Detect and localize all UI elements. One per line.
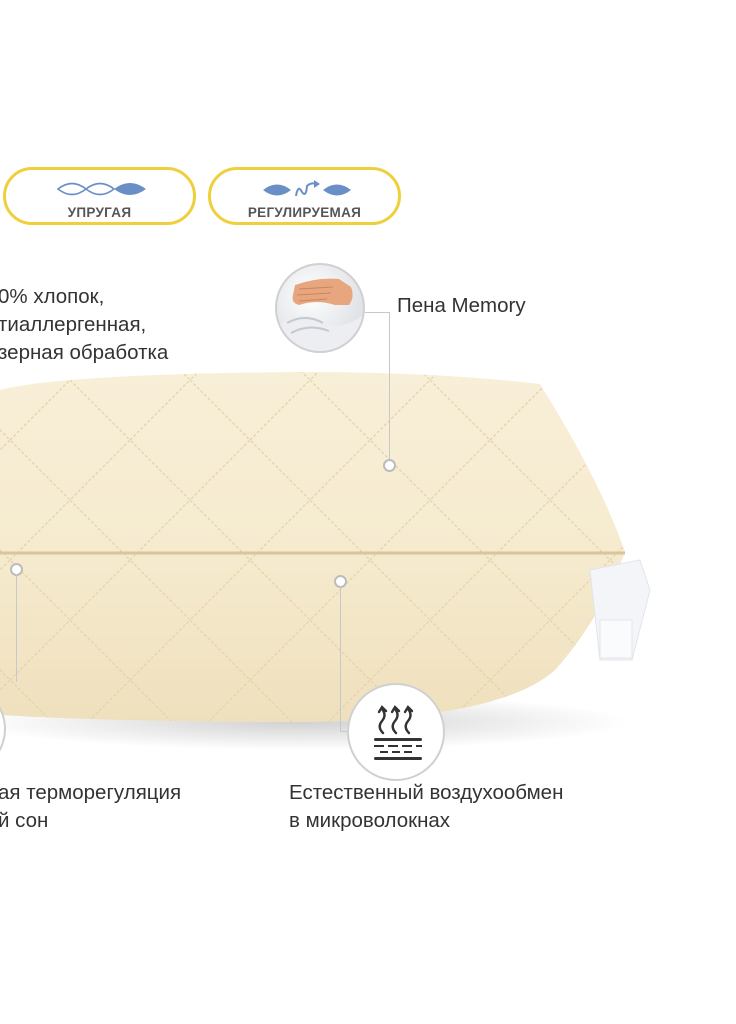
feature-thermo-line-2: й сон xyxy=(0,809,49,832)
feature-cotton-line-3: зерная обработка xyxy=(0,341,169,364)
heat-airflow-icon xyxy=(347,683,445,781)
air-callout-line xyxy=(340,586,341,731)
memory-foam-callout-line xyxy=(389,312,390,464)
feature-thermoregulation: ая терморегуляция й сон xyxy=(0,779,181,835)
pillow-image xyxy=(0,360,660,760)
feature-cotton-line-2: тиаллергенная, xyxy=(0,313,147,336)
badge-adjustable-label: РЕГУЛИРУЕМАЯ xyxy=(247,205,362,220)
memory-foam-callout-tick xyxy=(365,312,389,313)
memory-foam-hand-icon xyxy=(275,263,365,353)
adjustable-leaves-icon xyxy=(263,180,351,197)
feature-air-exchange: Естественный воздухообмен в микроволокна… xyxy=(289,779,563,835)
badge-elastic-label: УПРУГАЯ xyxy=(67,205,132,220)
feature-cotton: 0% хлопок, тиаллергенная, зерная обработ… xyxy=(0,283,168,367)
badge-elastic: УПРУГАЯ xyxy=(3,167,196,225)
thermo-callout-line xyxy=(16,574,17,682)
feature-air-line-1: Естественный воздухообмен xyxy=(289,781,564,804)
feature-memory-foam-label: Пена Memory xyxy=(397,294,526,317)
badge-adjustable: РЕГУЛИРУЕМАЯ xyxy=(208,167,401,225)
feature-cotton-line-1: 0% хлопок, xyxy=(0,285,105,308)
feature-air-line-2: в микроволокнах xyxy=(289,809,451,832)
memory-foam-callout-dot xyxy=(383,459,396,472)
air-callout-tick xyxy=(340,731,348,732)
elastic-leaves-icon xyxy=(56,182,146,196)
feature-thermo-line-1: ая терморегуляция xyxy=(0,781,182,804)
